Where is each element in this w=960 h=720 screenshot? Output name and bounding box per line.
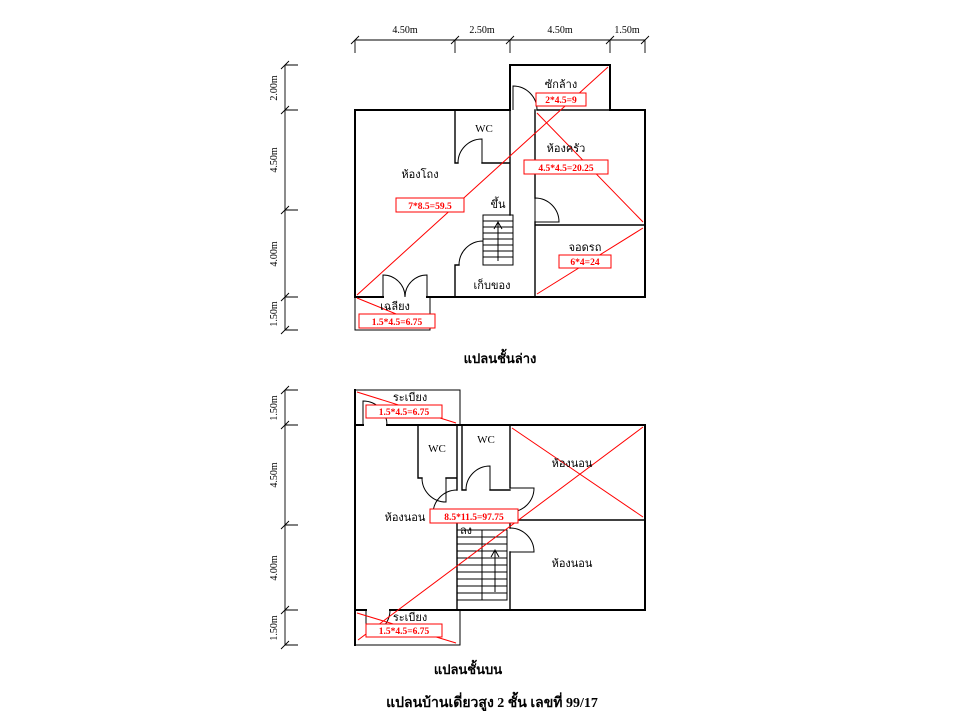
ground-top-dimension-line [350, 35, 650, 53]
upper-outer-walls [354, 389, 646, 646]
storage-door [458, 240, 484, 266]
kitchen-area-box [523, 159, 609, 175]
porch-area-box [358, 313, 436, 329]
upper-stairs-arrow [490, 548, 500, 592]
upper-total-area-box [429, 508, 519, 524]
kitchen-area-value: 4.5*4.5=20.25 [538, 164, 594, 174]
kitchen-room-label: ห้องครัว [547, 143, 586, 155]
storage-room-label: เก็บของ [474, 278, 511, 292]
hall-area-value: 7*8.5=59.5 [408, 202, 452, 212]
bedroom-top-right-door [509, 487, 535, 513]
laundry-area-value: 2*4.5=9 [545, 96, 577, 106]
porch-area-value: 1.5*4.5=6.75 [372, 318, 423, 328]
dim-label: 4.00m [269, 555, 280, 581]
ground-floor-caption: แปลนชั้นล่าง [464, 348, 537, 366]
dim-label: 4.00m [269, 241, 280, 267]
ground-wc-door [457, 138, 483, 164]
dim-label: 4.50m [269, 462, 280, 488]
hall-double-door-right [404, 274, 428, 298]
balcony-top-area-box [365, 404, 443, 419]
stairs-up-label: ขึ้น [490, 196, 506, 211]
bedroom-bottom-right-door [509, 527, 535, 553]
hall-area-box [395, 197, 465, 213]
ground-floor-plan: 4.50m 2.50m 4.50m 1.50m 2.00m 4.50m 4.00… [269, 25, 650, 366]
dim-label: 2.00m [269, 75, 280, 101]
ground-left-dimension-line [280, 60, 298, 335]
dim-label: 1.50m [614, 25, 640, 36]
dim-label: 1.50m [269, 395, 280, 421]
hall-double-door-left [382, 274, 406, 298]
upper-stairs [457, 529, 508, 601]
balcony-bottom-area-box [365, 623, 443, 638]
upper-balcony-walls [355, 389, 461, 646]
laundry-area-box [535, 92, 587, 107]
bedroom-left-label: ห้องนอน [385, 512, 426, 524]
carport-area-value: 6*4=24 [570, 258, 599, 268]
upper-wc1-door [421, 477, 447, 503]
upper-left-dimension-line [280, 385, 298, 650]
balcony-top-area-value: 1.5*4.5=6.75 [379, 408, 430, 418]
balcony-top-label: ระเบียง [393, 391, 427, 404]
laundry-room-label: ซักล้าง [545, 79, 577, 91]
upper-wc2-label: WC [477, 434, 495, 446]
carport-area-box [558, 254, 612, 269]
carport-room-label: จอดรถ [569, 242, 602, 254]
bedroom-top-right-label: ห้องนอน [552, 458, 593, 470]
hall-room-label: ห้องโถง [401, 167, 438, 181]
stairs-down-label: ลง [460, 525, 472, 537]
dim-label: 4.50m [269, 147, 280, 173]
upper-wc1-label: WC [428, 443, 446, 455]
upper-total-area-value: 8.5*11.5=97.75 [444, 513, 504, 523]
dim-label: 4.50m [547, 25, 573, 36]
kitchen-door [534, 197, 560, 223]
drawing-title: แปลนบ้านเดี่ยวสูง 2 ชั้น เลขที่ 99/17 [386, 691, 598, 711]
upper-area-diagonals [356, 391, 644, 644]
ground-interior-walls [454, 109, 646, 298]
upper-floor-caption: แปลนชั้นบน [434, 659, 502, 677]
upper-wc2-door [465, 465, 491, 491]
ground-outer-walls [354, 64, 646, 298]
dim-label: 1.50m [269, 301, 280, 327]
dim-label: 1.50m [269, 615, 280, 641]
porch-room-label: เฉลียง [380, 300, 410, 313]
wc-room-label: WC [475, 123, 493, 135]
ground-stairs-up-arrow [493, 220, 503, 261]
bedroom-bottom-right-label: ห้องนอน [552, 558, 593, 570]
upper-floor-plan: 1.50m 4.50m 4.00m 1.50m 1.5*4.5=6.75 8.5… [269, 385, 646, 677]
dim-label: 4.50m [392, 25, 418, 36]
balcony-bottom-area-value: 1.5*4.5=6.75 [379, 627, 430, 637]
balcony-bottom-label: ระเบียง [393, 611, 427, 624]
laundry-door [512, 85, 538, 111]
dim-label: 2.50m [469, 25, 495, 36]
